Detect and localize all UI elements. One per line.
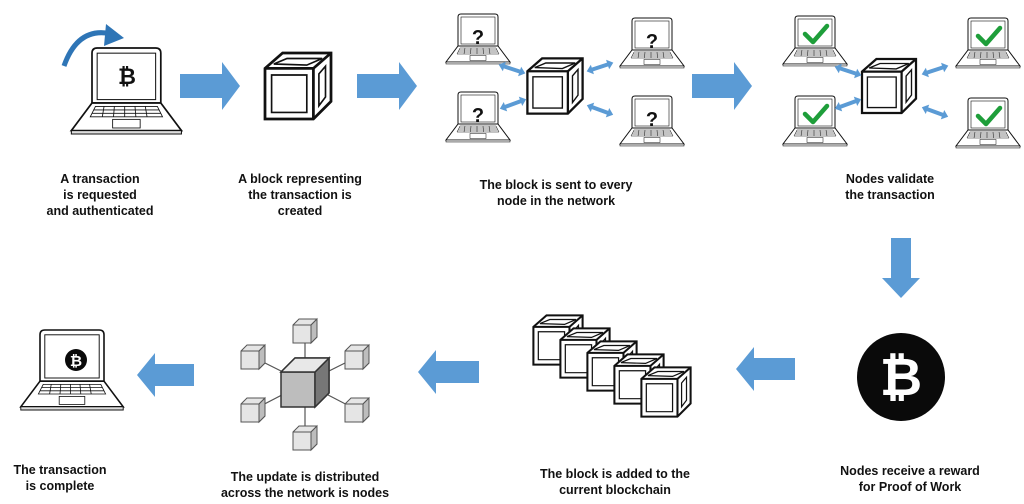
arrow-down-icon [882, 238, 920, 298]
validation-network-icon [782, 15, 1021, 149]
arrow-left-icon [418, 350, 479, 394]
step1-laptop-icon: ₿ [61, 24, 183, 135]
question-mark: ? [472, 105, 484, 127]
step1-caption: A transaction is requested and authentic… [46, 172, 154, 218]
step2-caption: A block representing the transaction is … [238, 172, 362, 218]
arrow-left-icon [137, 353, 194, 397]
svg-text:₿: ₿ [70, 352, 82, 370]
step7-caption: The update is distributed across the net… [220, 470, 390, 500]
arrow-right-icon [180, 62, 240, 110]
arrow-left-icon [736, 347, 795, 391]
block-cube-icon [263, 51, 333, 121]
check-icon [802, 103, 830, 125]
svg-text:₿: ₿ [118, 65, 136, 90]
check-icon [802, 23, 830, 45]
bitcoin-reward-icon: ₿ [857, 333, 945, 421]
step8-caption: The transaction is complete [13, 463, 107, 493]
question-mark: ? [472, 27, 484, 49]
question-mark: ? [646, 109, 658, 131]
arrow-right-icon [692, 62, 752, 110]
step6-caption: The block is added to the current blockc… [539, 467, 691, 497]
broadcast-network-icon: ? ? ? ? [445, 13, 685, 147]
question-mark: ? [646, 31, 658, 53]
complete-laptop-icon: ₿ [19, 329, 125, 411]
check-icon [975, 25, 1003, 47]
step4-caption: Nodes validate the transaction [845, 172, 935, 202]
svg-text:₿: ₿ [880, 348, 922, 408]
step5-caption: Nodes receive a reward for Proof of Work [840, 464, 980, 494]
blockchain-icon [532, 314, 692, 418]
distribution-network-icon [240, 318, 370, 451]
step3-caption: The block is sent to every node in the n… [479, 178, 633, 208]
check-icon [975, 105, 1003, 127]
arrow-right-icon [357, 62, 417, 110]
